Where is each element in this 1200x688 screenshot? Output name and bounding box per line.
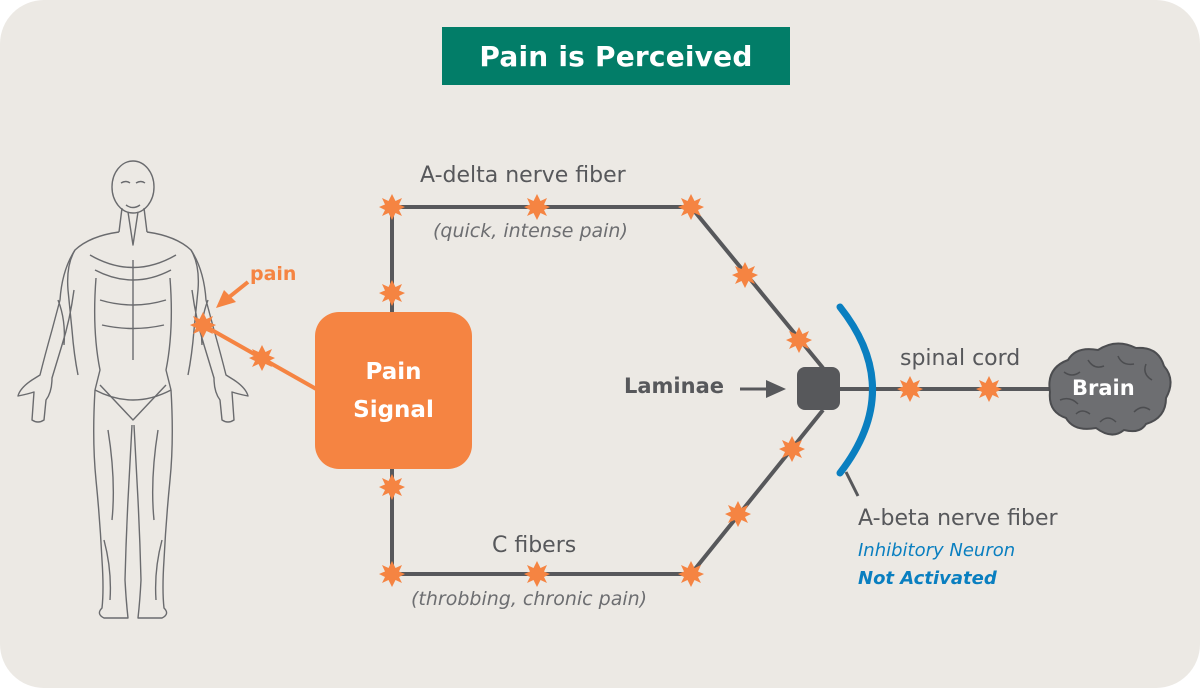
laminae-arrow-icon <box>740 380 786 398</box>
signal-burst-icon <box>379 280 405 306</box>
pain-label: pain <box>250 263 297 285</box>
signal-burst-icon <box>524 561 550 587</box>
title-text: Pain is Perceived <box>479 39 753 73</box>
pain-arrow-icon <box>216 280 250 308</box>
laminae-node <box>797 367 840 410</box>
a-beta-fiber-label: A-beta nerve fiber <box>858 506 1058 531</box>
signal-burst-icon <box>379 194 405 220</box>
signal-burst-icon <box>379 474 405 500</box>
laminae-label: Laminae <box>624 374 724 398</box>
brain-icon <box>1048 342 1172 436</box>
inhibitory-neuron-label: Inhibitory Neuron <box>858 540 1016 561</box>
signal-burst-icon <box>897 376 923 402</box>
spinal-cord-label: spinal cord <box>900 346 1021 371</box>
human-figure-icon <box>17 160 249 619</box>
signal-burst-icon <box>379 561 405 587</box>
c-fiber-description: (throbbing, chronic pain) <box>411 588 648 610</box>
not-activated-label: Not Activated <box>858 568 997 589</box>
signal-burst-icon <box>524 194 550 220</box>
a-beta-pointer-line <box>844 471 860 497</box>
c-fiber-label: C fibers <box>492 533 577 558</box>
signal-burst-icon <box>976 376 1002 402</box>
a-beta-inhibitory-curve <box>836 303 876 477</box>
brain-label: Brain <box>1072 376 1135 400</box>
pain-signal-line1: Pain <box>365 358 422 385</box>
pain-signal-line2: Signal <box>353 396 434 423</box>
a-delta-fiber-description: (quick, intense pain) <box>433 220 628 242</box>
a-delta-fiber-label: A-delta nerve fiber <box>420 163 626 188</box>
diagram-title: Pain is Perceived <box>442 27 790 85</box>
signal-burst-icon <box>249 345 275 371</box>
pain-signal-box: Pain Signal <box>315 312 472 469</box>
